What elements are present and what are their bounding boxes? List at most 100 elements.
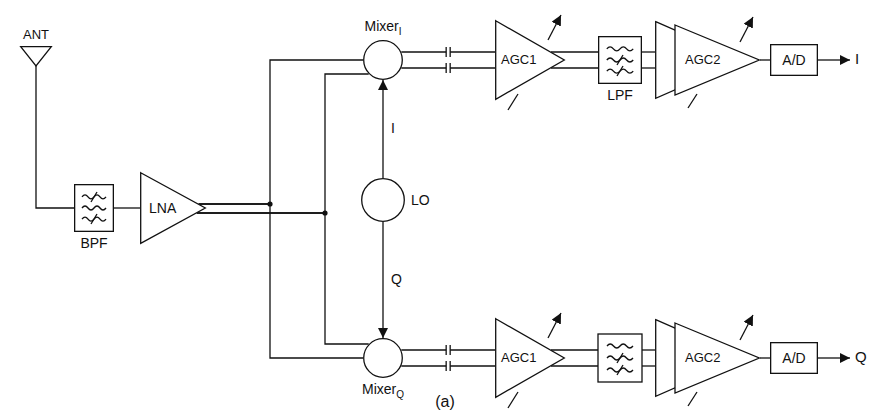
mixer-circle: MixerQ — [363, 338, 403, 378]
filter-slash — [617, 55, 623, 65]
lpf-box — [598, 334, 642, 382]
edge-label-box: Q — [389, 271, 404, 287]
signal-line — [197, 204, 369, 358]
filter-wave — [82, 206, 106, 210]
wire-segment — [760, 357, 770, 358]
signal-line — [114, 207, 140, 208]
wire-segment — [401, 349, 446, 350]
oscillator-circle: LO — [361, 178, 405, 222]
subscript-label: Q — [396, 389, 404, 400]
circle-outline — [364, 339, 403, 378]
circle-outline — [362, 179, 405, 222]
wire-segment — [642, 51, 655, 52]
antenna-symbol: ANT — [20, 46, 52, 66]
signal-line — [760, 59, 770, 60]
gain-control-tail — [688, 94, 697, 108]
capacitor-plate — [446, 345, 447, 355]
amplifier-triangle: AGC1 — [495, 20, 565, 100]
block-label: AGC1 — [501, 350, 536, 365]
filter-slash — [617, 365, 623, 375]
block-label: AGC2 — [685, 52, 720, 67]
wire-segment — [450, 51, 495, 52]
block-label: AGC1 — [501, 52, 536, 67]
converter-box: A/D — [770, 342, 818, 374]
wire-segment — [36, 66, 74, 208]
antenna-symbol-outline — [20, 46, 52, 66]
block-label: Mixer — [364, 18, 398, 34]
amplifier-triangle: LNA — [140, 172, 206, 244]
signal-line — [382, 222, 383, 338]
filter-slash — [91, 192, 97, 202]
block-label: ANT — [23, 27, 49, 42]
gain-control-arrow — [548, 313, 561, 338]
capacitor-plate — [450, 47, 451, 57]
wire-segment — [642, 349, 655, 350]
filter-box: LPF — [598, 36, 642, 84]
wire-segment — [450, 365, 495, 366]
signal-line — [760, 357, 770, 358]
antenna-outline — [21, 47, 52, 66]
box-outline — [771, 343, 818, 374]
output-arrow — [818, 59, 850, 60]
wire-segment — [401, 67, 446, 68]
triangle-outline — [496, 319, 565, 398]
amplifier-triangle: AGC2 — [655, 21, 760, 99]
subscript-label: I — [399, 26, 402, 37]
signal-name: I — [855, 50, 859, 67]
gain-control-arrow — [740, 17, 753, 42]
capacitor-plate — [446, 47, 447, 57]
block-label: A/D — [782, 350, 805, 366]
filter-box-outline — [598, 36, 642, 84]
wire-segment — [450, 349, 495, 350]
filter-wave — [607, 344, 633, 348]
wire-segment — [114, 207, 140, 208]
wire-segment — [551, 67, 598, 68]
wire-segment — [401, 365, 446, 366]
edge-label-box: I — [389, 120, 397, 136]
wire-segment — [760, 59, 770, 60]
block-label: A/D — [782, 52, 805, 68]
filter-outline — [75, 185, 114, 232]
oscillator-circle-outline — [361, 178, 405, 222]
converter-box: A/D — [770, 44, 818, 76]
figure-caption: (a) — [435, 393, 455, 410]
signal-line — [401, 345, 495, 371]
filter-slash — [617, 353, 623, 363]
mixer-circle-outline — [363, 338, 403, 378]
box-outline — [771, 45, 818, 76]
capacitor-plate — [446, 63, 447, 73]
wire-segment — [197, 74, 369, 213]
output-arrow — [818, 357, 850, 358]
filter-slash — [617, 66, 623, 76]
gain-control-tail — [508, 94, 518, 110]
gain-control-arrow — [548, 15, 561, 40]
triangle-outline — [141, 173, 206, 244]
wire-segment — [401, 51, 446, 52]
triangle-outline — [496, 21, 565, 100]
block-label: Mixer — [362, 381, 396, 397]
filter-outline — [599, 37, 642, 84]
block-label: LPF — [607, 87, 633, 103]
gain-control-tail — [688, 392, 697, 406]
wire-segment — [551, 349, 598, 350]
triangle-outline — [675, 323, 759, 393]
gain-control-tail — [508, 392, 518, 408]
filter-box-outline — [74, 184, 114, 232]
signal-name: Q — [391, 271, 402, 287]
gain-control-arrow — [740, 315, 753, 340]
capacitor-plate — [450, 63, 451, 73]
block-label: AGC2 — [685, 350, 720, 365]
amplifier-triangle: AGC1 — [495, 318, 565, 398]
signal-name: Q — [855, 348, 867, 365]
capacitor-plate — [446, 361, 447, 371]
circle-outline — [364, 41, 403, 80]
filter-slash — [91, 214, 97, 224]
signal-line — [642, 52, 655, 68]
wire-segment — [197, 213, 369, 344]
wire-segment — [450, 67, 495, 68]
wire-segment — [199, 204, 363, 358]
signal-line — [36, 66, 74, 208]
